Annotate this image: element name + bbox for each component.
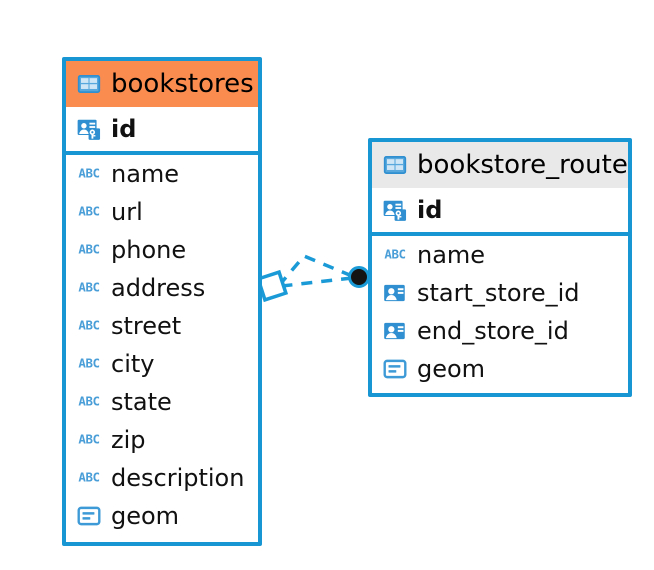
- field-label: city: [111, 350, 155, 378]
- table-icon: [77, 75, 101, 93]
- field-row[interactable]: id: [372, 188, 628, 232]
- field-label: address: [111, 274, 206, 302]
- svg-text:ABC: ABC: [78, 318, 99, 333]
- entity-title: bookstore_routes: [417, 150, 628, 180]
- text-type-icon: ABC: [78, 432, 100, 447]
- svg-text:ABC: ABC: [78, 280, 99, 295]
- field-label: id: [417, 196, 443, 224]
- field-row[interactable]: ABC name: [372, 236, 628, 274]
- field-row[interactable]: geom: [372, 350, 628, 388]
- field-label: name: [111, 160, 180, 188]
- relationship-line-lower: [281, 276, 353, 288]
- field-row[interactable]: end_store_id: [372, 312, 628, 350]
- svg-text:ABC: ABC: [78, 470, 99, 485]
- primary-key-divider: [66, 151, 258, 155]
- field-label: zip: [111, 426, 146, 454]
- svg-text:ABC: ABC: [78, 166, 99, 181]
- field-row[interactable]: ABC phone: [66, 231, 258, 269]
- field-label: url: [111, 198, 143, 226]
- field-row[interactable]: geom: [66, 497, 258, 535]
- text-type-icon: ABC: [78, 470, 100, 485]
- field-row[interactable]: ABC city: [66, 345, 258, 383]
- text-type-icon: ABC: [78, 356, 100, 371]
- field-row[interactable]: ABC zip: [66, 421, 258, 459]
- text-type-icon: ABC: [384, 247, 406, 262]
- svg-text:ABC: ABC: [78, 432, 99, 447]
- svg-text:ABC: ABC: [78, 394, 99, 409]
- relationship-endpoint-dot: [348, 266, 370, 288]
- primary-key-icon: [383, 200, 407, 221]
- svg-text:ABC: ABC: [78, 356, 99, 371]
- field-row[interactable]: ABC name: [66, 155, 258, 193]
- text-type-icon: ABC: [78, 280, 100, 295]
- relationship-endpoint-diamond: [255, 269, 289, 303]
- field-row[interactable]: ABC street: [66, 307, 258, 345]
- field-label: phone: [111, 236, 187, 264]
- foreign-key-icon: [384, 284, 405, 302]
- field-label: end_store_id: [417, 317, 569, 345]
- primary-key-divider: [372, 232, 628, 236]
- foreign-key-icon: [384, 322, 405, 340]
- primary-key-icon: [77, 119, 101, 140]
- svg-text:ABC: ABC: [384, 247, 405, 262]
- text-type-icon: ABC: [78, 166, 100, 181]
- field-label: name: [417, 241, 486, 269]
- text-type-icon: ABC: [78, 242, 100, 257]
- field-label: description: [111, 464, 245, 492]
- entity-header-bookstores[interactable]: bookstores: [66, 61, 258, 107]
- entity-title: bookstores: [111, 69, 254, 99]
- geometry-type-icon: [77, 506, 101, 526]
- field-label: geom: [417, 355, 486, 383]
- field-row[interactable]: start_store_id: [372, 274, 628, 312]
- field-label: start_store_id: [417, 279, 580, 307]
- field-row[interactable]: ABC description: [66, 459, 258, 497]
- field-label: id: [111, 115, 137, 143]
- field-row[interactable]: ABC address: [66, 269, 258, 307]
- field-label: geom: [111, 502, 180, 530]
- field-label: street: [111, 312, 182, 340]
- text-type-icon: ABC: [78, 204, 100, 219]
- text-type-icon: ABC: [78, 318, 100, 333]
- relationship-line-upper: [280, 253, 353, 284]
- field-row[interactable]: ABC state: [66, 383, 258, 421]
- svg-text:ABC: ABC: [78, 204, 99, 219]
- table-icon: [383, 156, 407, 174]
- geometry-type-icon: [383, 359, 407, 379]
- field-row[interactable]: ABC url: [66, 193, 258, 231]
- svg-text:ABC: ABC: [78, 242, 99, 257]
- entity-header-bookstore_routes[interactable]: bookstore_routes: [372, 142, 628, 188]
- field-row[interactable]: id: [66, 107, 258, 151]
- field-label: state: [111, 388, 172, 416]
- text-type-icon: ABC: [78, 394, 100, 409]
